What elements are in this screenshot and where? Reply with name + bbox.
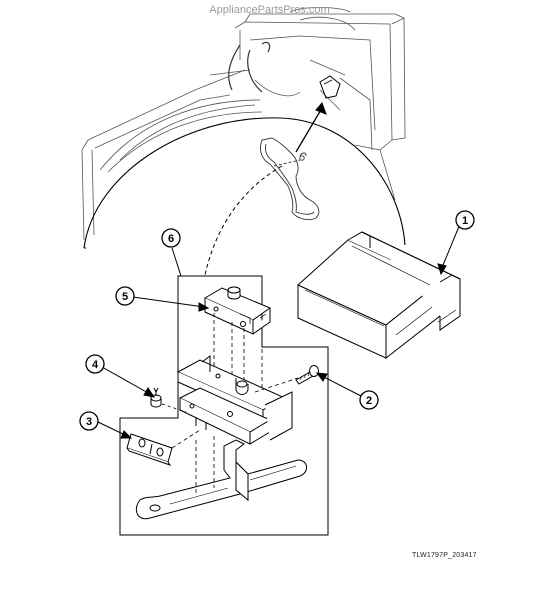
callout-2-label: 2 xyxy=(366,395,372,407)
callout-3-label: 3 xyxy=(86,416,92,428)
detail-circle-arc xyxy=(83,117,406,249)
callout-6 xyxy=(161,228,181,248)
callout-5 xyxy=(115,286,135,306)
part-2-screw xyxy=(295,365,319,385)
leader-dashed-circle xyxy=(204,165,283,276)
callout-leaders xyxy=(95,223,461,439)
assembly-frame-6 xyxy=(119,275,329,536)
part-3-plate xyxy=(126,433,173,466)
callout-4-label: 4 xyxy=(92,359,99,371)
lever-arm xyxy=(135,439,307,520)
callout-6-label: 6 xyxy=(168,233,174,245)
watermark: AppliancePartsPros.com xyxy=(209,4,330,16)
washer-cabinet xyxy=(81,7,406,241)
switch-align-lines xyxy=(213,313,263,390)
callout-1-label: 1 xyxy=(462,215,468,227)
location-arrow xyxy=(295,102,327,153)
bracket xyxy=(176,355,293,445)
callout-2 xyxy=(359,390,379,410)
switch-outline-shape xyxy=(259,137,320,221)
part-4-screw xyxy=(150,387,162,408)
part-1-cover xyxy=(297,231,461,360)
callout-4 xyxy=(85,354,105,374)
callout-5-label: 5 xyxy=(122,291,128,303)
callout-1 xyxy=(455,210,475,230)
drawing-code: TLW1797P_203417 xyxy=(412,552,477,559)
callout-3 xyxy=(79,411,99,431)
part-5-switch xyxy=(203,286,272,335)
